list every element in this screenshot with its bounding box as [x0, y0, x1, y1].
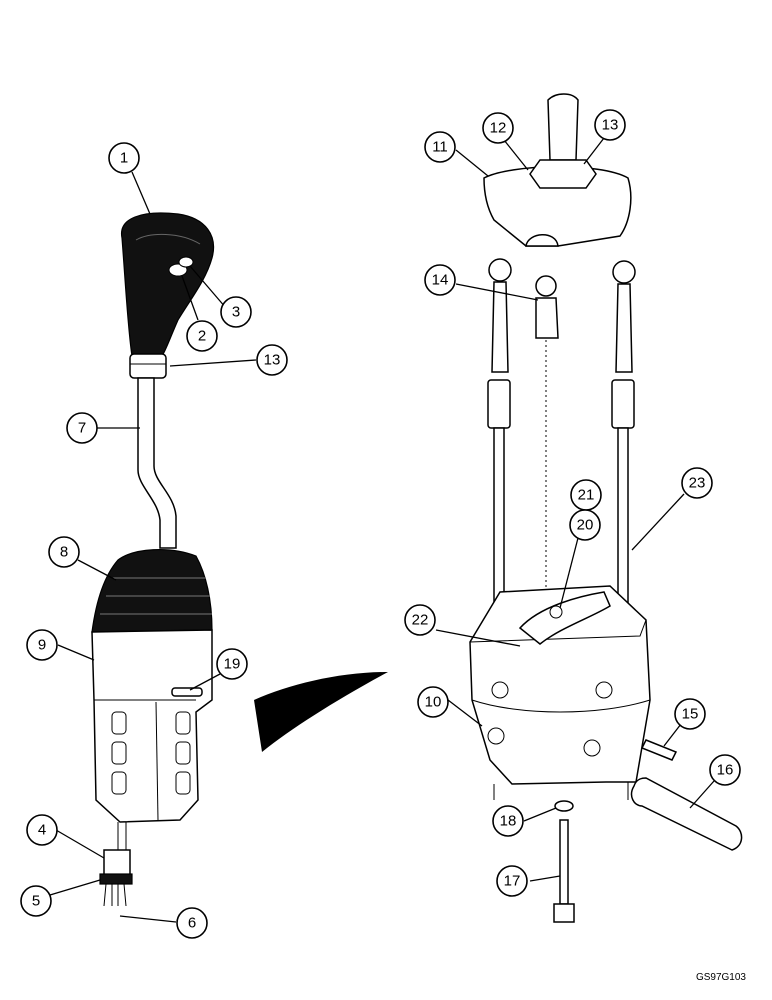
svg-text:15: 15 [682, 706, 699, 723]
handle-knob [121, 212, 214, 357]
connector-lock [99, 873, 133, 885]
svg-text:2: 2 [198, 328, 206, 345]
svg-text:21: 21 [578, 487, 595, 504]
callout-7: 7 [66, 412, 98, 444]
svg-text:3: 3 [232, 304, 240, 321]
ball-joint [612, 260, 636, 284]
callout-15: 15 [674, 698, 706, 730]
svg-text:1: 1 [120, 150, 128, 167]
callout-2: 2 [186, 320, 218, 352]
svg-text:23: 23 [689, 475, 706, 492]
callout-14: 14 [424, 264, 456, 296]
svg-text:12: 12 [490, 120, 507, 137]
svg-text:16: 16 [717, 762, 734, 779]
svg-text:4: 4 [38, 822, 46, 839]
set-screw [640, 739, 678, 761]
callout-18: 18 [492, 805, 524, 837]
svg-text:8: 8 [60, 544, 68, 561]
callout-6: 6 [176, 907, 208, 939]
callout-21: 21 [570, 479, 602, 511]
callout-3: 3 [220, 296, 252, 328]
housing-slots [111, 711, 191, 795]
svg-text:13: 13 [602, 117, 619, 134]
joystick-housing [91, 629, 213, 823]
svg-text:17: 17 [504, 873, 521, 890]
svg-text:6: 6 [188, 915, 196, 932]
callout-11: 11 [424, 131, 456, 163]
switch-button [168, 263, 188, 277]
leader-lines [49, 137, 715, 923]
svg-text:19: 19 [224, 656, 241, 673]
ball-joint [488, 258, 512, 282]
callouts: 1 2 3 13 7 8 9 19 4 5 6 11 12 13 14 21 2… [20, 109, 741, 939]
callout-20: 20 [569, 509, 601, 541]
svg-text:9: 9 [38, 637, 46, 654]
callout-19: 19 [216, 648, 248, 680]
callout-8: 8 [48, 536, 80, 568]
connector [103, 849, 131, 877]
nut [529, 159, 597, 189]
callout-16: 16 [709, 754, 741, 786]
handle-collar [129, 353, 167, 379]
top-shaft [547, 93, 579, 161]
callout-22: 22 [404, 604, 436, 636]
svg-text:20: 20 [577, 517, 594, 534]
svg-text:10: 10 [425, 694, 442, 711]
switch-button [178, 256, 194, 268]
callout-1: 1 [108, 142, 140, 174]
svg-text:18: 18 [500, 813, 517, 830]
callout-4: 4 [26, 814, 58, 846]
svg-text:11: 11 [432, 139, 448, 156]
washer [554, 800, 574, 812]
callout-13-left: 13 [256, 344, 288, 376]
svg-text:14: 14 [432, 272, 449, 289]
reference-code: GS97G103 [695, 972, 746, 983]
svg-text:22: 22 [412, 612, 429, 629]
callout-13-right: 13 [594, 109, 626, 141]
callout-10: 10 [417, 686, 449, 718]
lever-shaft [137, 377, 177, 549]
pin [171, 687, 203, 697]
ball-joint [535, 275, 557, 297]
callout-17: 17 [496, 865, 528, 897]
rubber-boot [91, 549, 213, 633]
joystick-assembly [91, 212, 214, 907]
svg-text:7: 7 [78, 420, 86, 437]
callout-5: 5 [20, 885, 52, 917]
valve-assembly [469, 93, 743, 923]
cylinder-plug [630, 777, 743, 851]
callout-12: 12 [482, 112, 514, 144]
bolt [559, 819, 569, 905]
svg-text:5: 5 [32, 893, 40, 910]
assembly-pointer [254, 672, 388, 752]
svg-text:13: 13 [264, 352, 281, 369]
callout-23: 23 [681, 467, 713, 499]
callout-9: 9 [26, 629, 58, 661]
